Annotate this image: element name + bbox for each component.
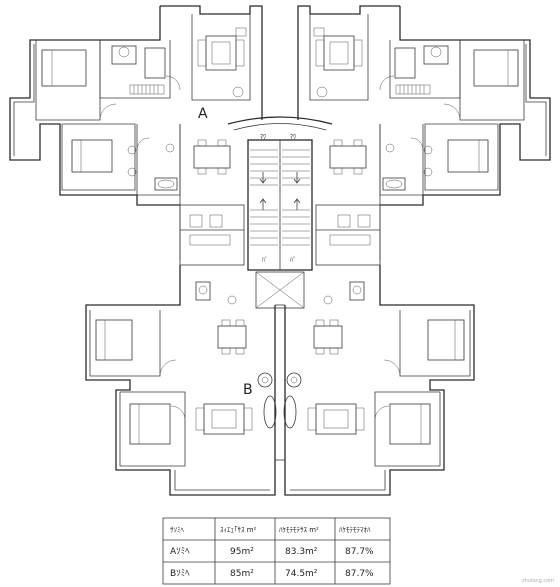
watermark: zhulong.com bbox=[522, 578, 554, 584]
stair-label: ﾏﾜ bbox=[260, 134, 266, 141]
table-cell: 87.7% bbox=[345, 547, 374, 557]
door-swings bbox=[99, 75, 461, 421]
table-header: ｻｿﾐﾍ bbox=[170, 526, 184, 534]
stair-label: ﾊﾞ bbox=[262, 257, 268, 264]
furniture bbox=[41, 27, 519, 445]
table-cell: Bｿﾐﾍ bbox=[170, 569, 190, 579]
table-cell: Aｿﾐﾍ bbox=[170, 547, 190, 557]
unit-a-walls bbox=[9, 5, 551, 260]
area-table: ｻｿﾐﾍ ｽｨｴｪ｢ｻｽ m² ﾊｹﾓﾃﾓﾃｻｽ m² ﾊｹﾓﾃﾓﾃﾏｵﾊ Aｿ… bbox=[162, 517, 391, 585]
table-header: ﾊｹﾓﾃﾓﾃﾏｵﾊ bbox=[339, 526, 371, 534]
unit-b-label: B bbox=[243, 382, 253, 398]
stair-label: ﾊﾞ bbox=[290, 257, 296, 264]
table-header: ｽｨｴｪ｢ｻｽ m² bbox=[220, 526, 257, 534]
core-stair: ﾏﾜ ﾏﾜ ﾊﾞ ﾊﾞ bbox=[227, 116, 333, 309]
table-header: ﾊｹﾓﾃﾓﾃｻｽ m² bbox=[279, 526, 319, 534]
unit-a-label: A bbox=[198, 106, 208, 122]
table-cell: 85m² bbox=[230, 569, 254, 579]
table-cell: 87.7% bbox=[345, 569, 374, 579]
table-cell: 95m² bbox=[230, 547, 254, 557]
unit-b-walls bbox=[85, 265, 475, 496]
table-cell: 83.3m² bbox=[285, 547, 318, 557]
stair-label: ﾏﾜ bbox=[290, 134, 296, 141]
table-cell: 74.5m² bbox=[285, 569, 318, 579]
kitchen-blocks bbox=[179, 204, 381, 266]
